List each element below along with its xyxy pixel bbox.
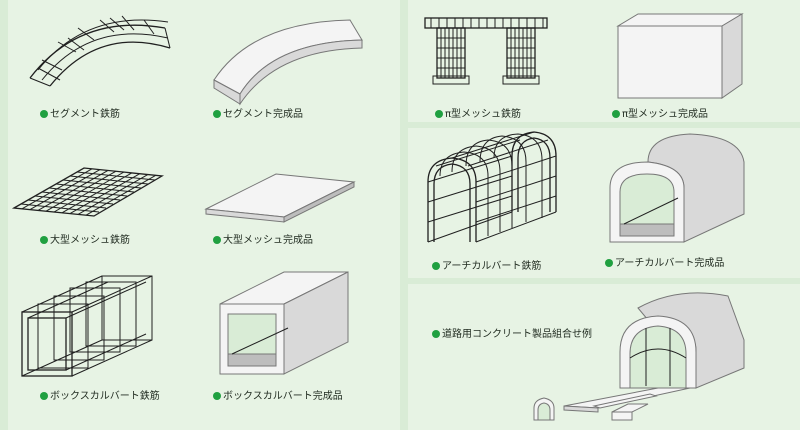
bullet-icon [40,392,48,400]
label-arch-culvert-product: アーチカルバート完成品 [605,258,724,270]
bullet-icon [605,259,613,267]
label-box-culvert-rebar: ボックスカルバート鉄筋 [40,391,160,403]
bullet-icon [213,392,221,400]
label-pi-mesh-product: π型メッシュ完成品 [612,109,708,121]
segment-product-icon [213,19,363,106]
arch-culvert-rebar-icon [427,131,557,243]
box-culvert-product-icon [219,271,349,375]
large-mesh-product-icon [204,173,356,223]
label-segment-product: セグメント完成品 [213,109,303,121]
label-large-mesh-product: 大型メッシュ完成品 [213,235,313,247]
label-road-products-combination: 道路用コンクリート製品組合せ例 [432,329,592,341]
label-segment-rebar: セグメント鉄筋 [40,109,120,121]
road-products-combination-icon [533,292,745,421]
bullet-icon [213,110,221,118]
label-box-culvert-product: ボックスカルバート完成品 [213,391,343,403]
label-arch-culvert-rebar: アーチカルバート鉄筋 [432,261,541,273]
label-large-mesh-rebar: 大型メッシュ鉄筋 [40,235,130,247]
bullet-icon [40,110,48,118]
large-mesh-rebar-icon [11,167,165,217]
bullet-icon [40,236,48,244]
panel-left [8,0,400,430]
box-culvert-rebar-icon [21,275,153,377]
bullet-icon [432,330,440,338]
pi-mesh-rebar-icon [424,17,548,85]
arch-culvert-product-icon [609,133,745,243]
label-pi-mesh-rebar: π型メッシュ鉄筋 [435,109,521,121]
bullet-icon [435,110,443,118]
bullet-icon [612,110,620,118]
bullet-icon [213,236,221,244]
bullet-icon [432,262,440,270]
pi-mesh-product-icon [616,13,744,99]
segment-rebar-icon [29,15,171,87]
